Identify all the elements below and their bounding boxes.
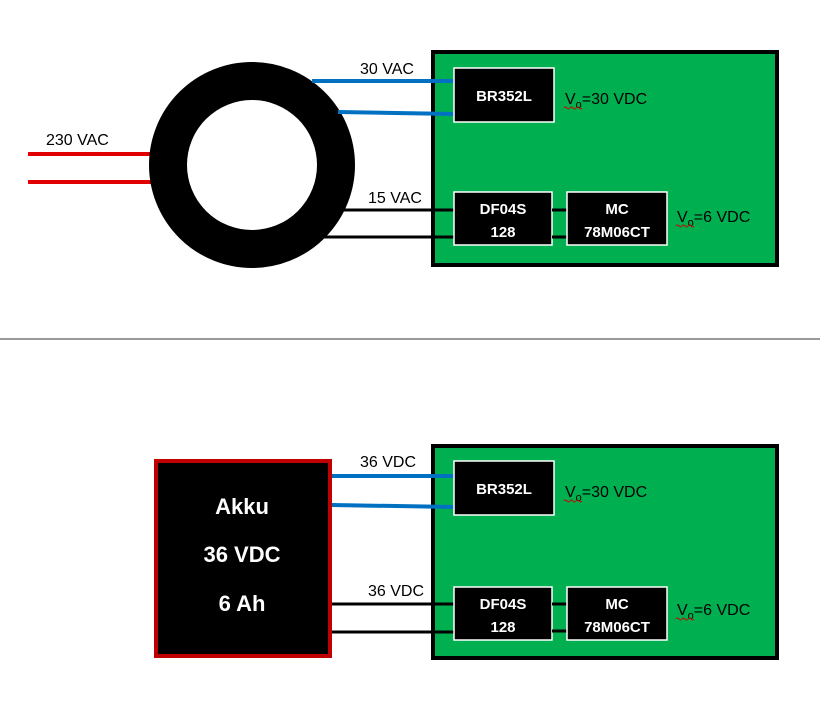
bottom-rectifier-label-line2: 128 — [490, 619, 515, 636]
bottom-bridge-rectifier-chip — [453, 460, 555, 516]
top-regulator-spellcheck-mark — [675, 224, 695, 228]
top-bridge-spellcheck-mark — [563, 106, 583, 110]
bottom-rectifier-chip — [453, 586, 553, 641]
top-rectifier-label-line2: 128 — [490, 224, 515, 241]
bottom-regulator-output-label: Vo=6 VDC — [677, 602, 750, 622]
bottom-bridge-spellcheck-mark — [563, 499, 583, 503]
battery-pack — [154, 459, 332, 658]
mains-voltage-label: 230 VAC — [46, 132, 109, 149]
bottom-bridge-output-label: Vo=30 VDC — [565, 484, 647, 504]
top-regulator-label-line1: MC — [605, 201, 628, 218]
bottom-diagram: Akku 36 VDC 6 Ah 36 VDC 36 VDC BR352L Vo… — [154, 444, 779, 660]
battery-label-line1: Akku — [215, 494, 269, 519]
battery-lo-label: 36 VDC — [368, 583, 424, 600]
battery-dc-wire-2 — [331, 503, 456, 509]
top-regulator-output-label: Vo=6 VDC — [677, 209, 750, 229]
top-bridge-output-label: Vo=30 VDC — [565, 91, 647, 111]
top-rectifier-chip — [453, 191, 553, 246]
battery-label-line2: 36 VDC — [203, 542, 280, 567]
battery-label-line3: 6 Ah — [219, 591, 266, 616]
top-bridge-rectifier-chip — [453, 67, 555, 123]
secondary-30v-wire-2 — [337, 110, 456, 116]
secondary-30v-label: 30 VAC — [360, 61, 414, 78]
bottom-rectifier-label-line1: DF04S — [480, 596, 527, 613]
top-bridge-rectifier-label: BR352L — [476, 88, 532, 105]
bottom-regulator-chip — [566, 586, 668, 641]
bottom-regulator-spellcheck-mark — [675, 617, 695, 621]
battery-hi-label: 36 VDC — [360, 454, 416, 471]
top-rectifier-label-line1: DF04S — [480, 201, 527, 218]
bottom-regulator-label-line1: MC — [605, 596, 628, 613]
top-diagram: 230 VAC 30 VAC 15 VAC BR352L Vo=30 VDC D… — [28, 50, 779, 268]
toroidal-transformer — [149, 62, 355, 268]
bottom-regulator-label-line2: 78M06CT — [584, 619, 650, 636]
bottom-bridge-rectifier-label: BR352L — [476, 481, 532, 498]
top-regulator-label-line2: 78M06CT — [584, 224, 650, 241]
top-regulator-chip — [566, 191, 668, 246]
secondary-15v-label: 15 VAC — [368, 190, 422, 207]
